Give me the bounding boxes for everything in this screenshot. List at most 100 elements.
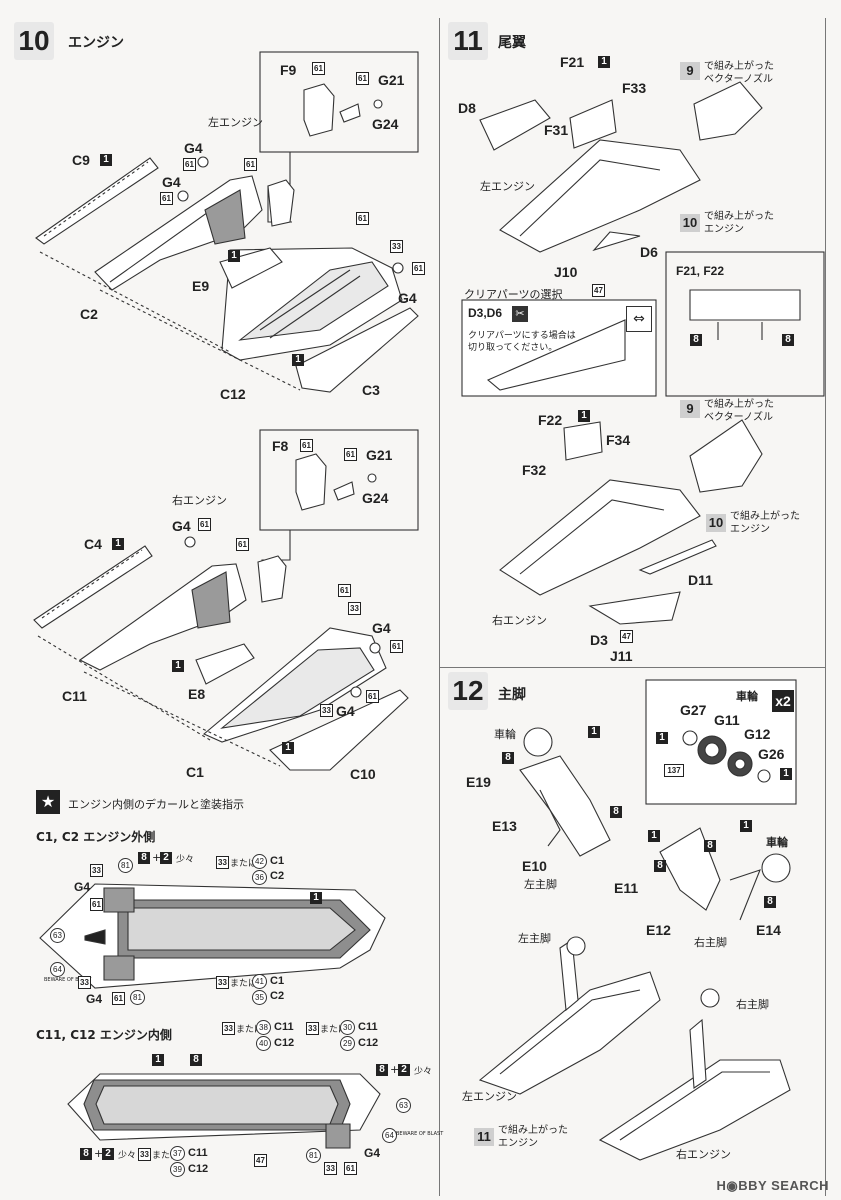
paint-47: 47 [254, 1154, 267, 1167]
part-G26: G26 [758, 746, 785, 762]
paint-1: 1 [648, 830, 660, 842]
paint-8: 8 [80, 1148, 92, 1160]
paint-61: 61 [244, 158, 257, 171]
mata-wa: または [320, 1025, 348, 1035]
paint-33: 33 [306, 1022, 319, 1035]
paint-2: 2 [398, 1064, 410, 1076]
paint-61: 61 [236, 538, 249, 551]
ref-step10: 10 [680, 214, 700, 232]
inset-F21-F22: F21, F22 [676, 264, 725, 278]
done-engine-label: で組み上がった エンジン [704, 211, 774, 235]
part-F34: F34 [606, 432, 631, 448]
part-F8: F8 [272, 438, 289, 454]
plus: + [390, 1063, 400, 1076]
ref-C1: C1 [270, 975, 285, 987]
decal-37: 37 [170, 1146, 185, 1161]
step11-panel [440, 18, 826, 668]
paint-61: 61 [90, 898, 103, 911]
ref-C12: C12 [274, 1037, 295, 1049]
paint-1: 1 [740, 820, 752, 832]
part-D11: D11 [688, 572, 713, 588]
decal-29: 29 [340, 1036, 355, 1051]
paint-1: 1 [100, 154, 112, 166]
paint-8: 8 [610, 806, 622, 818]
step10-title: エンジン [68, 35, 124, 51]
done-engine-label: で組み上がった エンジン [730, 511, 800, 535]
clear-parts-select: クリアパーツの選択 [464, 288, 563, 301]
part-E19: E19 [466, 774, 491, 790]
mata-wa: または [152, 1151, 180, 1161]
paint-33: 33 [222, 1022, 235, 1035]
paint-61: 61 [338, 584, 351, 597]
paint-8: 8 [764, 896, 776, 908]
decal-30: 30 [340, 1020, 355, 1035]
paint-8: 8 [190, 1054, 202, 1066]
part-G27: G27 [680, 702, 707, 718]
part-G24: G24 [362, 490, 389, 506]
part-G4: G4 [336, 703, 355, 719]
part-D8: D8 [458, 100, 476, 116]
ref-C2: C2 [270, 990, 285, 1002]
part-G21: G21 [378, 72, 405, 88]
paint-8: 8 [782, 334, 794, 346]
paint-33: 33 [138, 1148, 151, 1161]
part-G4: G4 [184, 140, 203, 156]
paint-33: 33 [390, 240, 403, 253]
part-C1: C1 [186, 764, 204, 780]
part-G11: G11 [714, 712, 740, 728]
decal-36: 36 [252, 870, 267, 885]
step11-title: 尾翼 [498, 35, 526, 51]
decal-38: 38 [256, 1020, 271, 1035]
paint-8: 8 [654, 860, 666, 872]
plus: + [152, 851, 162, 864]
paint-61: 61 [344, 448, 357, 461]
paint-47: 47 [592, 284, 605, 297]
shoushou-label: 少々 [118, 1151, 137, 1161]
part-E14: E14 [756, 922, 781, 938]
paint-1: 1 [598, 56, 610, 68]
paint-61: 61 [198, 518, 211, 531]
right-gear-label: 右主脚 [694, 936, 727, 949]
right-engine-label: 右エンジン [676, 1148, 731, 1161]
cut-icon: ✂ [512, 306, 528, 322]
vector-nozzle-label: で組み上がった ベクターノズル [704, 399, 774, 423]
paint-1: 1 [228, 250, 240, 262]
paint-61: 61 [160, 192, 173, 205]
part-F22: F22 [538, 412, 563, 428]
part-E8: E8 [188, 686, 206, 702]
right-engine-label: 右エンジン [492, 614, 547, 627]
part-G4: G4 [398, 290, 417, 306]
paint-33: 33 [216, 856, 229, 869]
part-D6: D6 [640, 244, 658, 260]
part-G4: G4 [162, 174, 181, 190]
wheel-label: 車輪 [766, 836, 788, 849]
paint-1: 1 [172, 660, 184, 672]
paint-33: 33 [320, 704, 333, 717]
done-engine-label: で組み上がった エンジン [498, 1125, 568, 1149]
beware-text: BEWARE OF BLAST [396, 1131, 444, 1137]
paint-61: 61 [366, 690, 379, 703]
paint-2: 2 [102, 1148, 114, 1160]
part-G12: G12 [744, 726, 771, 742]
part-F33: F33 [622, 80, 647, 96]
plus: + [94, 1147, 104, 1160]
part-E12: E12 [646, 922, 671, 938]
decal-42: 42 [252, 854, 267, 869]
step12-panel [440, 668, 826, 1196]
part-F32: F32 [522, 462, 547, 478]
star-icon: ★ [36, 790, 60, 814]
part-G4: G4 [74, 880, 91, 894]
paint-1: 1 [578, 410, 590, 422]
left-engine-label: 左エンジン [480, 180, 535, 193]
paint-8: 8 [690, 334, 702, 346]
paint-137: 137 [664, 764, 684, 777]
decal-81: 81 [118, 858, 133, 873]
paint-61: 61 [183, 158, 196, 171]
right-gear-label: 右主脚 [736, 998, 769, 1011]
ref-C11: C11 [188, 1147, 208, 1159]
paint-33: 33 [78, 976, 91, 989]
part-J11: J11 [610, 648, 633, 664]
step10-number: 10 [14, 22, 54, 60]
part-G4: G4 [372, 620, 391, 636]
